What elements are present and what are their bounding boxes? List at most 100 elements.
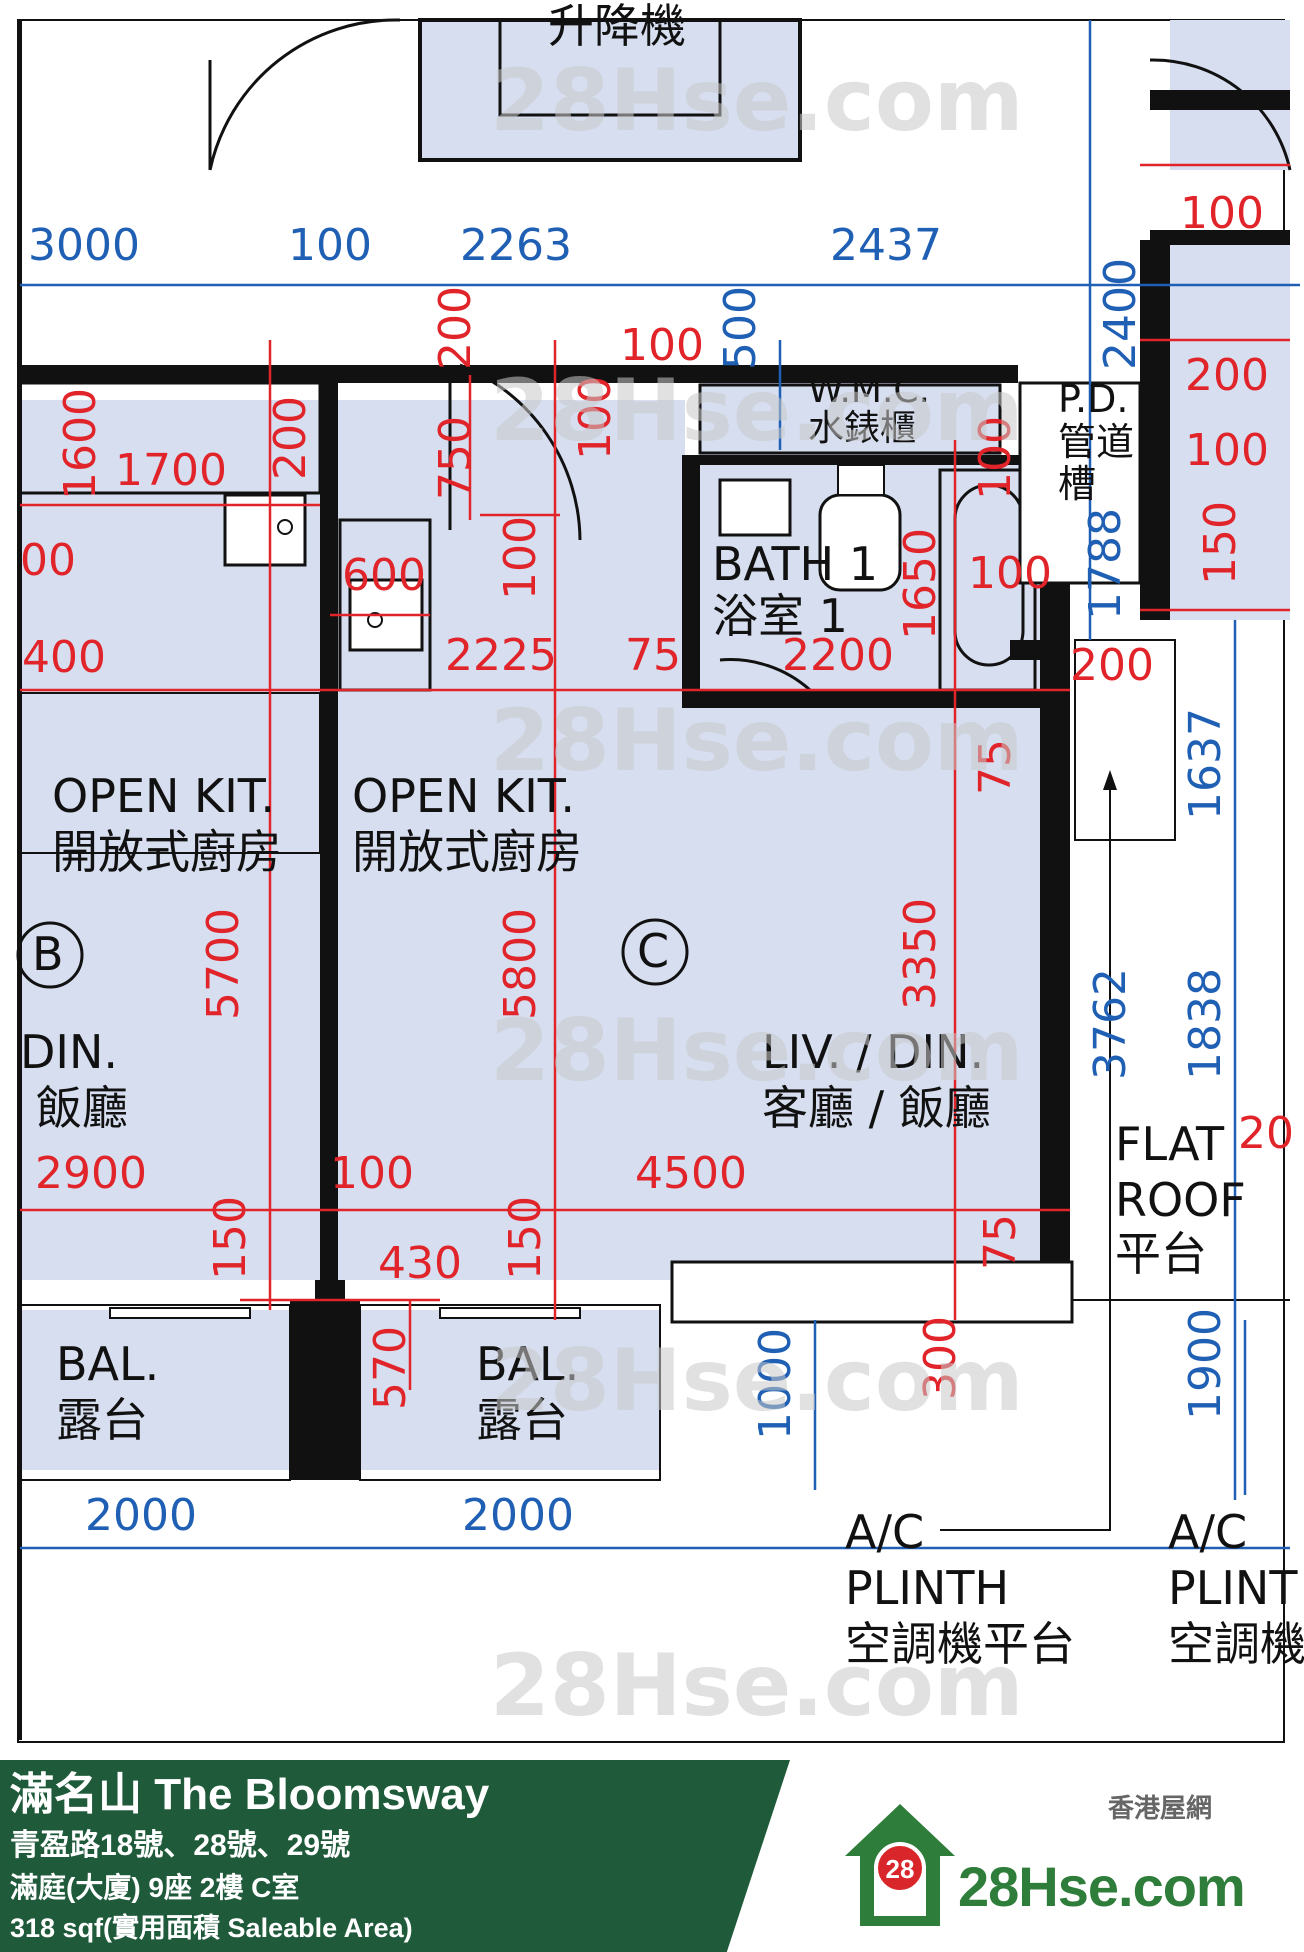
bal-c-en: BAL. — [476, 1337, 579, 1391]
dim-red-1700: 1700 — [115, 445, 227, 496]
dim-red-4500: 4500 — [635, 1148, 747, 1199]
ac-plinth-1-cn: 空調機平台 — [845, 1617, 1075, 1671]
counter-b — [18, 381, 322, 495]
din-b-cn: 飯廳 — [36, 1081, 128, 1135]
wmc-en: W.M.C. — [808, 370, 930, 411]
open-kit-c-cn: 開放式廚房 — [352, 825, 582, 879]
lift-label: 升降機 — [548, 0, 686, 53]
open-kit-c-en: OPEN KIT. — [352, 769, 575, 823]
flat-roof-cn: 平台 — [1115, 1227, 1207, 1281]
room-fill-bal-b — [20, 1310, 290, 1470]
footer-banner — [0, 1760, 790, 1952]
balcony-b — [19, 1304, 291, 1481]
ac-plinth-1-en-1: A/C — [845, 1505, 924, 1559]
bal-b-cn: 露台 — [56, 1393, 148, 1447]
door-swing-lift — [208, 18, 401, 171]
dim-red-100-e: 100 — [968, 548, 1052, 599]
dim-blue-1637: 1637 — [1180, 708, 1231, 820]
saleable-area: 318 sqf(實用面積 Saleable Area) — [10, 1913, 413, 1943]
dim-red-200-c: 200 — [1185, 350, 1269, 401]
dim-red-150-b: 150 — [205, 1196, 256, 1280]
room-fill-lift — [420, 20, 800, 160]
dim-red-5700: 5700 — [198, 908, 249, 1020]
dim-red-2900: 2900 — [35, 1148, 147, 1199]
dim-red-100-f: 100 — [1185, 425, 1269, 476]
planter — [670, 1260, 1074, 1324]
bath-cn: 浴室 1 — [712, 589, 848, 643]
pd-en: P.D. — [1058, 377, 1128, 421]
bath-en: BATH 1 — [712, 537, 878, 591]
floor-plan-drawing: 升降機 B C — [16, 0, 1304, 1743]
blue-dimension-labels: 3000 100 2263 2437 500 2400 1788 1637 37… — [28, 220, 1231, 1541]
dim-blue-1900: 1900 — [1180, 1308, 1231, 1420]
flat-roof-en-1: FLAT — [1115, 1117, 1225, 1171]
flat-roof-en-2: ROOF — [1115, 1173, 1246, 1227]
ac-leader-line — [940, 780, 1111, 1531]
dim-red-1650: 1650 — [895, 528, 946, 640]
dim-red-75-a: 75 — [625, 630, 681, 681]
dim-red-570: 570 — [365, 1326, 416, 1410]
walls — [18, 20, 1290, 1740]
dim-blue-2400: 2400 — [1095, 258, 1146, 370]
open-kit-b-en: OPEN KIT. — [52, 769, 275, 823]
bath-sink — [718, 478, 792, 537]
dim-blue-1788: 1788 — [1080, 508, 1131, 620]
dim-red-100-g: 100 — [1180, 188, 1264, 239]
estate-address: 青盈路18號、28號、29號 — [10, 1829, 351, 1862]
dim-blue-1000: 1000 — [750, 1328, 801, 1440]
watermark-4: 28Hse.com — [490, 1001, 1024, 1101]
lift-car — [498, 18, 722, 117]
red-dimension-lines — [20, 163, 1290, 1390]
pd-duct — [1018, 381, 1142, 585]
liv-din-en: LIV. / DIN. — [762, 1025, 984, 1079]
ac-plinth-2-cn: 空調機 — [1168, 1617, 1304, 1671]
bal-b-en: BAL. — [56, 1337, 159, 1391]
door-swing-right — [1149, 58, 1292, 171]
dim-blue-3000: 3000 — [28, 220, 140, 271]
wmc-cn: 水錶櫃 — [808, 408, 916, 449]
room-fill-right-unit — [1170, 240, 1290, 620]
liv-din-cn: 客廳 / 飯廳 — [762, 1081, 991, 1135]
dim-blue-1838: 1838 — [1180, 968, 1231, 1080]
dim-blue-100: 100 — [288, 220, 372, 271]
unit-c-marker — [621, 918, 689, 986]
balcony-c — [359, 1304, 661, 1481]
estate-title: 滿名山 The Bloomsway — [10, 1770, 490, 1819]
dim-blue-2437: 2437 — [830, 220, 942, 271]
brand-chinese-name: 香港屋網 — [1108, 1794, 1213, 1824]
dim-red-300: 300 — [915, 1316, 966, 1400]
dim-red-400: 400 — [22, 632, 106, 683]
dim-red-200-d: 200 — [1070, 640, 1154, 691]
dim-red-2225: 2225 — [445, 630, 557, 681]
dim-red-100-a: 100 — [620, 320, 704, 371]
dim-blue-2263: 2263 — [460, 220, 572, 271]
dim-red-00: 00 — [20, 535, 76, 586]
blue-dimension-lines — [20, 20, 1300, 1550]
listing-footer: 滿名山 The Bloomsway 青盈路18號、28號、29號 滿庭(大廈) … — [0, 1760, 1304, 1952]
room-fill-living — [335, 680, 1045, 1280]
dim-red-75-c: 75 — [975, 1214, 1026, 1270]
watermark-6: 28Hse.com — [490, 1636, 1024, 1736]
unit-c-label: C — [637, 924, 669, 978]
listing-info: 滿名山 The Bloomsway 青盈路18號、28號、29號 滿庭(大廈) … — [10, 1766, 489, 1948]
dim-red-100-c: 100 — [495, 516, 546, 600]
watermark-5: 28Hse.com — [490, 1331, 1024, 1431]
dim-blue-2000-b: 2000 — [85, 1490, 197, 1541]
dim-red-150-a: 150 — [1195, 501, 1246, 585]
dim-red-100-h: 100 — [330, 1148, 414, 1199]
dim-blue-500: 500 — [715, 286, 766, 370]
dim-red-600: 600 — [342, 550, 426, 601]
dim-red-430: 430 — [378, 1238, 462, 1289]
dim-red-75-b: 75 — [970, 739, 1021, 795]
dim-red-150-c: 150 — [500, 1196, 551, 1280]
watermark-1: 28Hse.com — [490, 51, 1024, 151]
dim-red-2200: 2200 — [782, 630, 894, 681]
brand-logo[interactable]: 28 香港屋網 28Hse.com — [840, 1780, 1280, 1940]
dim-red-750: 750 — [430, 416, 481, 500]
dim-red-1600: 1600 — [55, 388, 106, 500]
dim-blue-3762: 3762 — [1085, 968, 1136, 1080]
din-b-en: DIN. — [20, 1025, 118, 1079]
dim-red-20: 20 — [1238, 1108, 1294, 1159]
dim-red-3350: 3350 — [895, 898, 946, 1010]
door-swing-kitchen — [459, 363, 582, 541]
